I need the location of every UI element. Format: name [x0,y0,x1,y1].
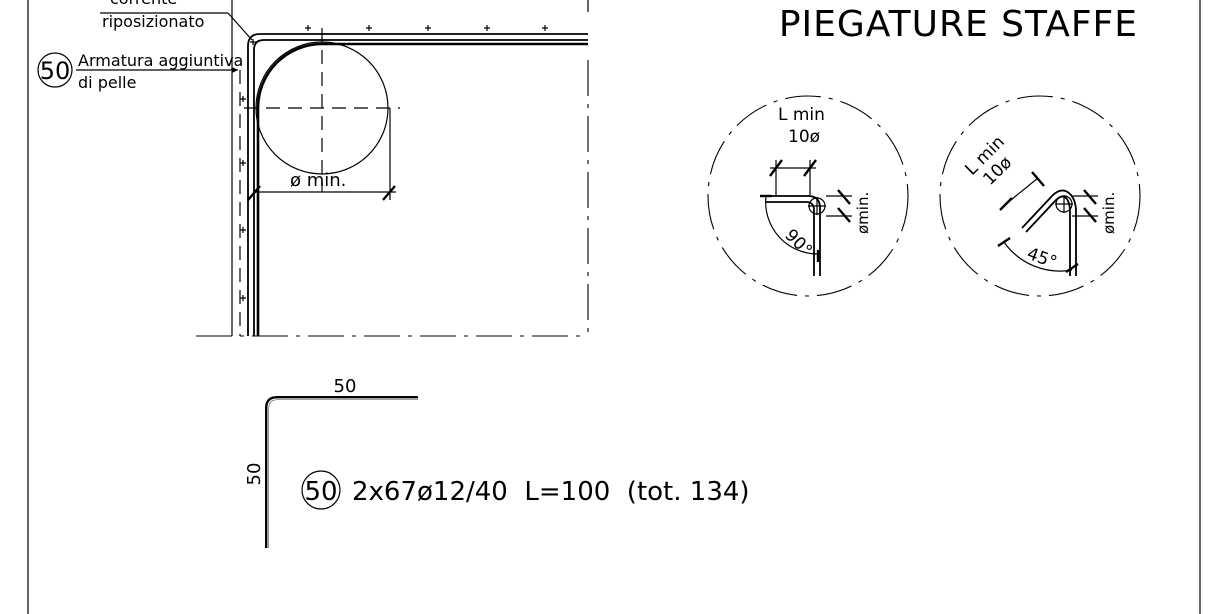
armatura-label-line1: Armatura aggiuntiva [78,51,243,70]
bar-crosses-top [250,25,548,45]
bar-crosses-left [240,96,246,301]
bar-vertical-dim: 50 [244,463,265,486]
bend90-angle: 90° [780,225,815,260]
sheet-frame [27,0,1201,614]
bar-mark-circle [301,470,341,510]
bend90-phimin: ømin. [854,192,872,234]
corrente-label-line1: corrente [110,0,177,8]
corrente-label-line2: riposizionato [102,12,204,31]
bend90-10phi: 10ø [788,127,820,147]
bend-detail-90: L min 10ø ømin. 90° [707,95,909,297]
bar-horizontal-dim: 50 [334,376,357,397]
bend45-angle: 45° [1024,244,1059,273]
bend90-lmin: L min [778,105,825,125]
bar-mark-number: 50 [304,477,337,507]
page-title: PIEGATURE STAFFE [779,4,1138,45]
bend45-phimin: ømin. [1100,192,1118,234]
bend-detail-45: L min 10ø ømin. 45° [939,95,1141,297]
corner-detail: ø min. corrente riposizionato 50 Armatur… [37,0,589,337]
armatura-label-line2: di pelle [78,73,136,92]
mark-circle [37,52,73,88]
mark-number: 50 [40,57,71,85]
bar-shape: 50 50 50 2x67ø12/40 L=100 (tot. 134) [244,376,750,548]
diameter-min-label: ø min. [290,170,346,191]
bar-spec: 2x67ø12/40 L=100 (tot. 134) [352,477,750,507]
